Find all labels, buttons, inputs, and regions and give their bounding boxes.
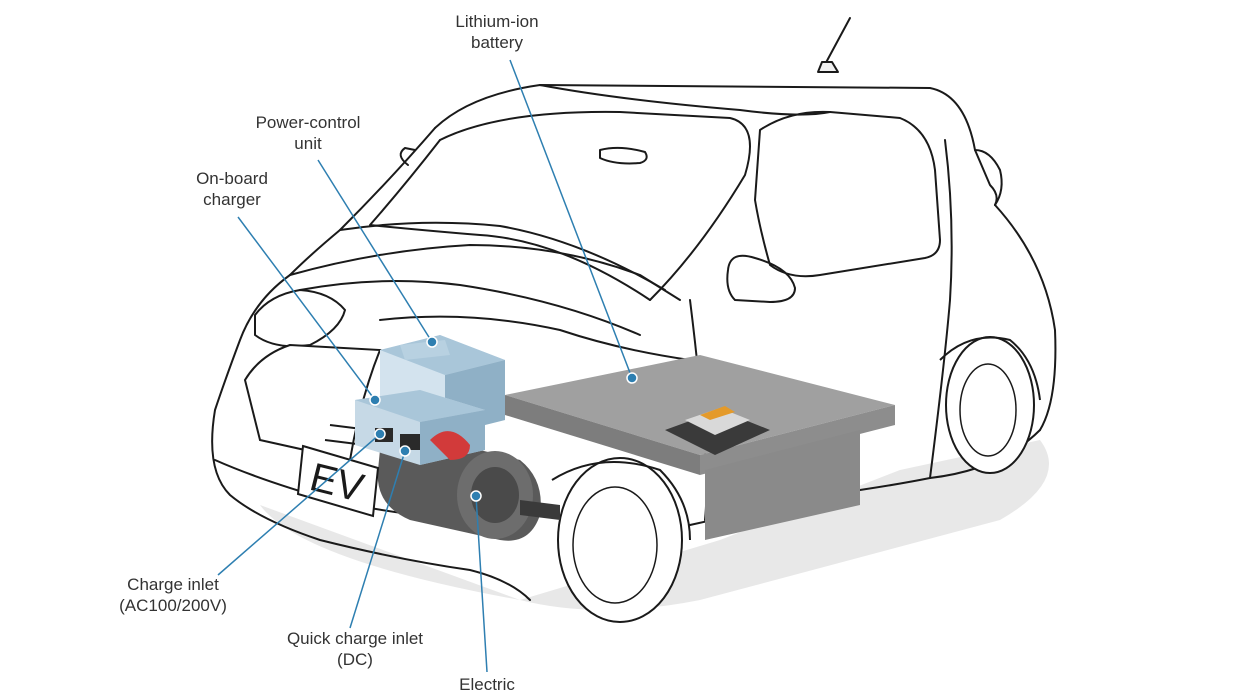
battery-pack	[505, 355, 895, 540]
label-charge-inlet: Charge inlet (AC100/200V)	[119, 574, 227, 616]
pcu-and-charger-graphic	[355, 335, 505, 465]
label-on-board-charger: On-board charger	[196, 168, 268, 210]
license-plate	[296, 444, 380, 518]
label-quick-inlet-line2: (DC)	[337, 650, 373, 669]
label-lithium-ion-battery: Lithium-ion battery	[455, 11, 538, 53]
callout-dot-charge-inlet	[374, 428, 386, 440]
label-power-control-unit: Power-control unit	[256, 112, 361, 154]
callout-dots	[369, 336, 638, 502]
callout-dot-quick-inlet	[399, 445, 411, 457]
label-battery-line2: battery	[471, 33, 523, 52]
label-charger-line2: charger	[203, 190, 261, 209]
label-quick-inlet-line1: Quick charge inlet	[286, 629, 424, 648]
callout-line-pcu	[317, 159, 433, 343]
rear-wheel	[939, 336, 1041, 474]
label-charge-inlet-line2: (AC100/200V)	[119, 596, 227, 615]
label-battery-line1: Lithium-ion	[455, 12, 539, 31]
callout-dot-motor	[470, 490, 482, 502]
callout-line-motor	[475, 495, 488, 673]
callout-line-charge-inlet	[217, 433, 381, 576]
electric-motor-graphic	[377, 440, 560, 541]
label-quick-charge-inlet: Quick charge inlet (DC)	[287, 628, 423, 670]
label-pcu-line1: Power-control	[255, 113, 361, 132]
callout-dot-charger	[369, 394, 381, 406]
front-wheel	[551, 457, 691, 623]
label-charger-line1: On-board	[196, 169, 268, 188]
callout-dot-battery	[626, 372, 638, 384]
label-pcu-line2: unit	[294, 134, 322, 153]
label-motor-line1: Electric	[459, 675, 515, 694]
callout-line-quick-inlet	[349, 450, 406, 629]
label-motor-line2: motor	[459, 695, 515, 700]
label-charge-inlet-line1: Charge inlet	[127, 575, 219, 594]
callout-line-charger	[237, 216, 376, 401]
callout-lines	[217, 59, 633, 673]
label-electric-motor: Electric motor	[459, 674, 515, 700]
callout-dot-pcu	[426, 336, 438, 348]
callout-line-battery	[509, 59, 633, 379]
